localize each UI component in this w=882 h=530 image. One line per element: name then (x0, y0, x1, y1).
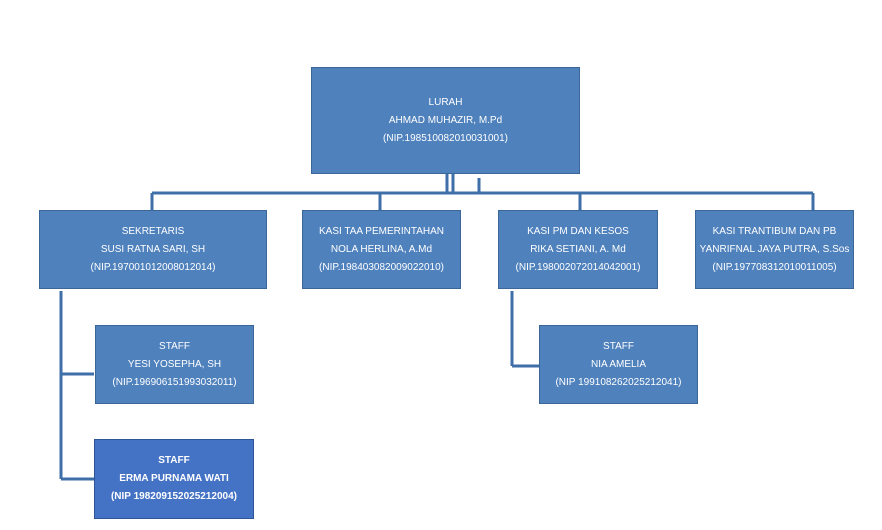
sekretaris-nip: (NIP.197001012008012014) (90, 261, 216, 273)
kasi-pm-name: RIKA SETIANI, A. Md (530, 243, 626, 255)
staff-nia-title: STAFF (603, 340, 634, 352)
box-kasi-pm: KASI PM DAN KESOS RIKA SETIANI, A. Md (N… (498, 210, 658, 289)
kasi-trantibum-nip: (NIP.197708312010011005) (712, 261, 837, 273)
staff-erma-nip: (NIP 198209152025212004) (110, 491, 238, 502)
staff-yesi-nip: (NIP.196906151993032011) (112, 376, 237, 388)
staff-erma-name: ERMA PURNAMA WATI (119, 473, 229, 484)
kasi-taa-nip: (NIP.198403082009022010) (319, 261, 444, 273)
box-kasi-trantibum: KASI TRANTIBUM DAN PB YANRIFNAL JAYA PUT… (695, 210, 854, 289)
staff-yesi-title: STAFF (159, 340, 190, 352)
kasi-pm-title: KASI PM DAN KESOS (527, 225, 629, 237)
kasi-taa-name: NOLA HERLINA, A.Md (330, 243, 433, 255)
kasi-taa-title: KASI TAA PEMERINTAHAN (318, 225, 445, 237)
box-staff-erma: STAFF ERMA PURNAMA WATI (NIP 19820915202… (94, 439, 254, 519)
sekretaris-name: SUSI RATNA SARI, SH (100, 243, 206, 255)
lurah-title: LURAH (428, 96, 463, 108)
box-kasi-taa: KASI TAA PEMERINTAHAN NOLA HERLINA, A.Md… (302, 210, 461, 289)
kasi-trantibum-title: KASI TRANTIBUM DAN PB (712, 225, 837, 237)
staff-nia-nip: (NIP 199108262025212041) (555, 376, 682, 388)
staff-nia-name: NIA AMELIA (590, 358, 647, 370)
sekretaris-title: SEKRETARIS (121, 225, 185, 237)
box-staff-nia: STAFF NIA AMELIA (NIP 199108262025212041… (539, 325, 698, 404)
box-lurah: LURAH AHMAD MUHAZIR, M.Pd (NIP.198510082… (311, 67, 580, 174)
staff-yesi-name: YESI YOSEPHA, SH (127, 358, 222, 370)
box-staff-yesi: STAFF YESI YOSEPHA, SH (NIP.196906151993… (95, 325, 254, 404)
kasi-pm-nip: (NIP.198002072014042001) (515, 261, 641, 273)
staff-erma-title: STAFF (158, 455, 190, 466)
box-sekretaris: SEKRETARIS SUSI RATNA SARI, SH (NIP.1970… (39, 210, 267, 289)
lurah-nip: (NIP.198510082010031001) (383, 132, 508, 144)
kasi-trantibum-name: YANRIFNAL JAYA PUTRA, S.Sos (699, 243, 850, 255)
lurah-name: AHMAD MUHAZIR, M.Pd (388, 114, 503, 126)
